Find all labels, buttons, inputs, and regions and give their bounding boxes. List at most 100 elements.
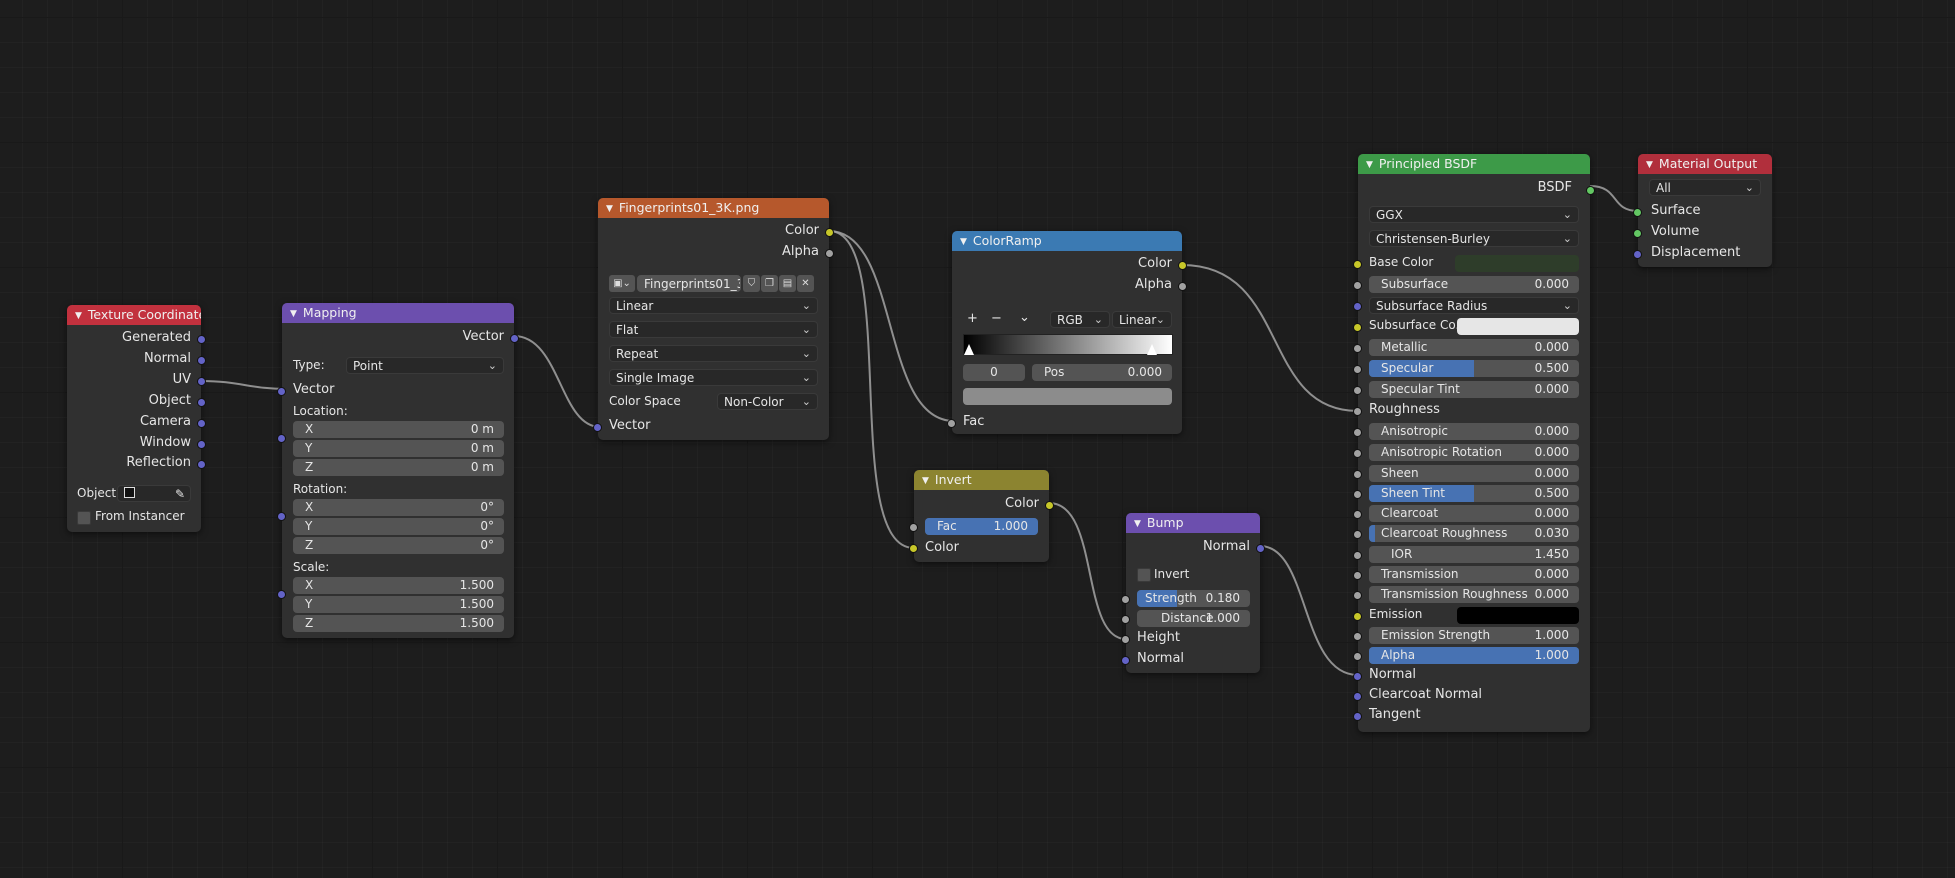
socket-color-out[interactable] xyxy=(1178,261,1187,270)
color-mode-dropdown[interactable]: RGB⌄ xyxy=(1050,311,1110,328)
node-header[interactable]: ▼Fingerprints01_3K.png xyxy=(598,198,829,218)
white-stop-handle[interactable] xyxy=(1147,344,1157,355)
collapse-triangle-icon[interactable]: ▼ xyxy=(606,204,613,214)
eyedropper-icon[interactable]: ✎ xyxy=(174,487,185,501)
base-color-swatch[interactable] xyxy=(1455,255,1579,272)
socket-normal-out[interactable] xyxy=(1256,544,1265,553)
stop-color-swatch[interactable] xyxy=(963,388,1172,405)
socket-normal-in[interactable] xyxy=(1121,656,1130,665)
subsurface-color-swatch[interactable] xyxy=(1457,318,1579,335)
projection-dropdown[interactable]: Flat⌄ xyxy=(609,321,818,338)
subsurface-method-dropdown[interactable]: Christensen-Burley⌄ xyxy=(1369,230,1579,247)
socket-vector-in[interactable] xyxy=(593,423,602,432)
emission-color-swatch[interactable] xyxy=(1457,607,1579,624)
socket-rotation-in[interactable] xyxy=(277,512,286,521)
socket-camera[interactable] xyxy=(197,419,206,428)
source-dropdown[interactable]: Single Image⌄ xyxy=(609,369,818,386)
socket-normal[interactable] xyxy=(1353,672,1362,681)
add-stop-button[interactable]: + xyxy=(967,311,978,326)
node-header[interactable]: ▼ColorRamp xyxy=(952,231,1182,251)
object-field[interactable]: ✎ xyxy=(117,485,191,502)
gradient-ramp[interactable] xyxy=(963,334,1173,355)
ramp-menu-chevron-icon[interactable]: ⌄ xyxy=(1019,310,1030,325)
close-icon[interactable]: ✕ xyxy=(797,275,814,292)
collapse-triangle-icon[interactable]: ▼ xyxy=(922,476,929,486)
socket-color-out[interactable] xyxy=(1045,501,1054,510)
socket-fac-in[interactable] xyxy=(947,419,956,428)
interpolation-dropdown[interactable]: Linear⌄ xyxy=(609,297,818,314)
socket-ior[interactable] xyxy=(1353,551,1362,560)
socket-uv[interactable] xyxy=(197,377,206,386)
collapse-triangle-icon[interactable]: ▼ xyxy=(290,309,297,319)
collapse-triangle-icon[interactable]: ▼ xyxy=(1134,519,1141,529)
node-header[interactable]: ▼Principled BSDF xyxy=(1358,154,1590,174)
socket-vector-in[interactable] xyxy=(277,387,286,396)
socket-transmission-roughness[interactable] xyxy=(1353,591,1362,600)
socket-volume[interactable] xyxy=(1633,229,1642,238)
socket-clearcoat-roughness[interactable] xyxy=(1353,530,1362,539)
socket-base-color[interactable] xyxy=(1353,260,1362,269)
socket-bsdf-out[interactable] xyxy=(1586,186,1595,195)
distribution-dropdown[interactable]: GGX⌄ xyxy=(1369,206,1579,223)
socket-emission-strength[interactable] xyxy=(1353,632,1362,641)
socket-height-in[interactable] xyxy=(1121,635,1130,644)
image-browse-icon[interactable]: ▣⌄ xyxy=(609,275,635,292)
socket-specular[interactable] xyxy=(1353,365,1362,374)
socket-object[interactable] xyxy=(197,398,206,407)
subsurface-radius-dropdown[interactable]: Subsurface Radius⌄ xyxy=(1369,297,1579,314)
image-texture-node[interactable]: ▼Fingerprints01_3K.png Color Alpha ▣⌄ Fi… xyxy=(593,198,834,440)
colorramp-node[interactable]: ▼ColorRamp Color Alpha + − ⌄ RGB⌄ Linear… xyxy=(947,231,1187,434)
collapse-triangle-icon[interactable]: ▼ xyxy=(960,237,967,247)
collapse-triangle-icon[interactable]: ▼ xyxy=(1646,160,1653,170)
node-header[interactable]: ▼Bump xyxy=(1126,513,1260,533)
black-stop-handle[interactable] xyxy=(964,344,974,355)
socket-strength-in[interactable] xyxy=(1121,595,1130,604)
node-header[interactable]: ▼Invert xyxy=(914,470,1049,490)
mapping-node[interactable]: ▼Mapping Vector Type: Point⌄ Vector Loca… xyxy=(277,303,519,638)
socket-emission[interactable] xyxy=(1353,612,1362,621)
collapse-triangle-icon[interactable]: ▼ xyxy=(75,311,82,321)
socket-reflection[interactable] xyxy=(197,460,206,469)
color-space-dropdown[interactable]: Non-Color⌄ xyxy=(717,393,818,410)
node-header[interactable]: ▼Material Output xyxy=(1638,154,1772,174)
type-dropdown[interactable]: Point⌄ xyxy=(346,357,504,374)
socket-location-in[interactable] xyxy=(277,434,286,443)
duplicate-icon[interactable]: ❐ xyxy=(761,275,778,292)
image-name-field[interactable]: Fingerprints01_3... xyxy=(637,275,741,292)
remove-stop-button[interactable]: − xyxy=(991,311,1002,326)
socket-color-in[interactable] xyxy=(909,544,918,553)
fake-user-shield-icon[interactable]: ⛉ xyxy=(743,275,760,292)
socket-alpha[interactable] xyxy=(1353,652,1362,661)
node-header[interactable]: ▼Mapping xyxy=(282,303,514,323)
extension-dropdown[interactable]: Repeat⌄ xyxy=(609,345,818,362)
socket-window[interactable] xyxy=(197,440,206,449)
socket-color-out[interactable] xyxy=(825,228,834,237)
socket-metallic[interactable] xyxy=(1353,344,1362,353)
socket-sheen-tint[interactable] xyxy=(1353,490,1362,499)
